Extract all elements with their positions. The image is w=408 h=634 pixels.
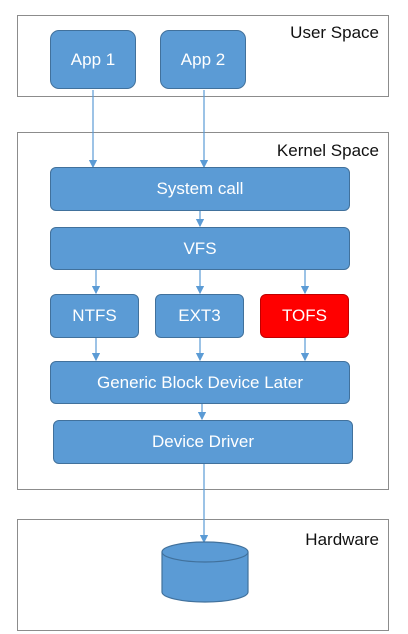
ext3-box: EXT3 [155, 294, 244, 338]
app1-box: App 1 [50, 30, 136, 89]
user-space-label: User Space [290, 23, 379, 42]
vfs-box: VFS [50, 227, 350, 270]
hardware-label: Hardware [305, 530, 379, 549]
system-call-box: System call [50, 167, 350, 211]
kernel-space-label: Kernel Space [276, 141, 379, 160]
app2-box: App 2 [160, 30, 246, 89]
tofs-box: TOFS [260, 294, 349, 338]
ntfs-box: NTFS [50, 294, 139, 338]
generic-block-device-box: Generic Block Device Later [50, 361, 350, 404]
device-driver-box: Device Driver [53, 420, 353, 464]
disk-cylinder-icon [161, 541, 249, 603]
